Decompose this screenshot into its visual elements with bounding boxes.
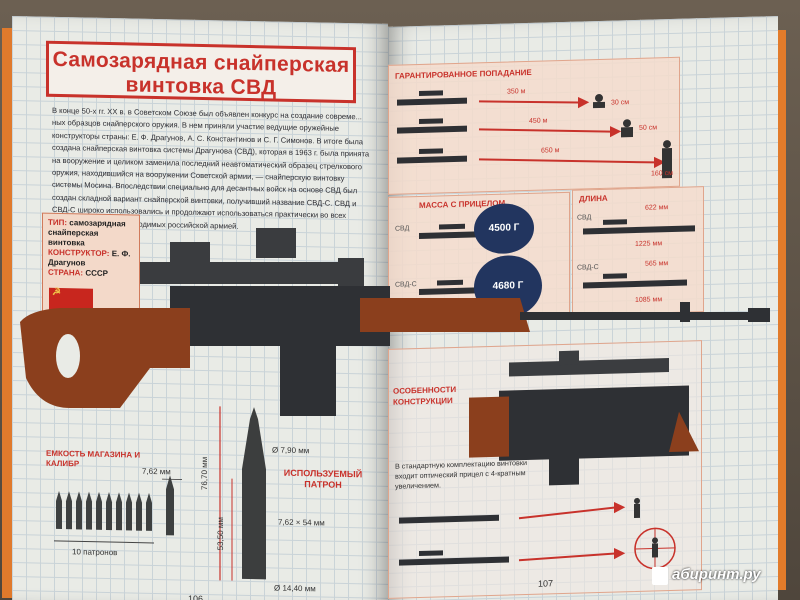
ammo-count: 10 патронов <box>72 547 118 558</box>
magazine-capacity-section: ЕМКОСТЬ МАГАЗИНА И КАЛИБР 7,62 мм <box>38 441 198 584</box>
cartridge-dia-bottom: Ø 14,40 мм <box>274 583 316 594</box>
length-rifles-diagram <box>583 219 695 289</box>
open-book: Самозарядная снайперская винтовка СВД В … <box>2 16 792 600</box>
page-title: Самозарядная снайперская винтовка СВД <box>46 40 356 104</box>
watermark: абиринт.ру <box>672 566 761 583</box>
features-diagram <box>399 350 699 570</box>
cartridge-dia-top: Ø 7,90 мм <box>272 445 310 456</box>
cartridge-diagram <box>219 406 266 581</box>
length-panel: ДЛИНА СВД СВД-С 622 мм 1225 мм 565 мм 10… <box>572 186 704 316</box>
page-number-right: 107 <box>538 578 554 589</box>
cartridge-label: ИСПОЛЬЗУЕМЫЙ ПАТРОН <box>283 467 363 490</box>
svd-rifle-illustration <box>20 228 770 416</box>
hit-height-2: 50 см <box>639 124 658 132</box>
hit-height-1: 30 см <box>611 99 630 107</box>
cartridge-total-length: 76,70 мм <box>200 456 209 491</box>
right-page: ГАРАНТИРОВАННОЕ ПОПАДАНИЕ <box>388 16 778 600</box>
features-text: В стандартную комплектацию винтовки вход… <box>395 458 528 491</box>
left-page: Самозарядная снайперская винтовка СВД В … <box>12 16 388 600</box>
cartridge-case-length: 53,50 мм <box>216 517 225 551</box>
guaranteed-hit-panel: ГАРАНТИРОВАННОЕ ПОПАДАНИЕ <box>388 56 680 195</box>
book-cover-edge-left <box>2 28 12 598</box>
hit-distance-2: 450 м <box>529 117 548 125</box>
hit-distance-1: 350 м <box>507 88 526 96</box>
hit-height-3: 160 см <box>651 169 673 178</box>
cartridges-row-icon <box>54 475 182 544</box>
features-panel: ОСОБЕННОСТИ КОНСТРУКЦИИ <box>388 340 702 599</box>
hit-distance-3: 650 м <box>541 147 560 155</box>
cartridge-caliber: 7,62 × 54 мм <box>278 517 325 528</box>
labirint-logo-icon <box>652 567 668 585</box>
page-number-left: 106 <box>188 593 204 600</box>
hit-distance-diagram <box>397 90 672 179</box>
